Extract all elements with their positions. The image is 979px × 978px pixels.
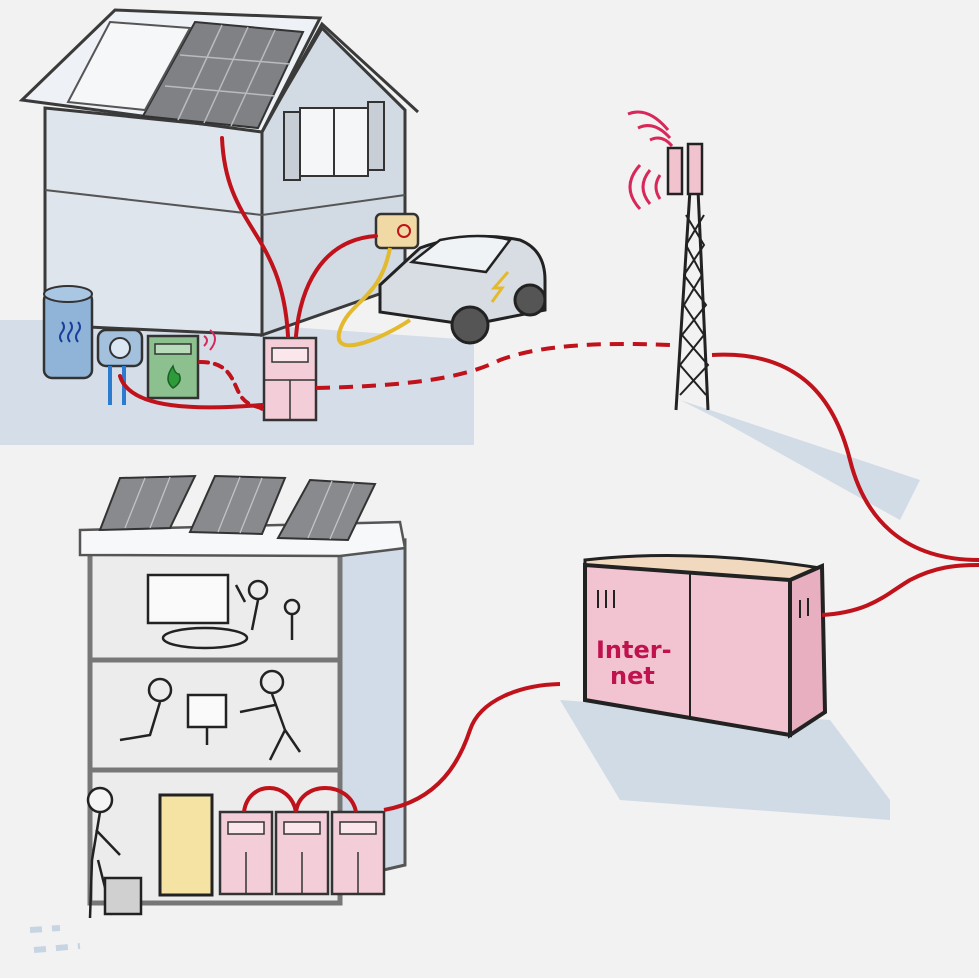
tower-to-edge-cable <box>711 352 979 562</box>
house-scene <box>0 8 547 445</box>
pedestrian-with-bag <box>86 786 143 919</box>
roof-solar-panel-grid <box>164 24 291 127</box>
house-window <box>283 101 385 181</box>
office-to-cabinet-cable <box>383 682 561 812</box>
house-power-lines <box>118 136 378 414</box>
meter-interconnect-cable <box>242 786 358 813</box>
cabinet-to-edge-cable <box>821 563 979 617</box>
wireless-signal-icon <box>203 329 216 351</box>
house-roof-snow-edge <box>260 21 420 133</box>
utility-meter <box>96 328 144 405</box>
cabinet-shadow <box>560 700 890 820</box>
office-meter-units <box>218 810 386 896</box>
office-desk-scene <box>119 669 302 761</box>
internet-cabinet: Inter- net <box>560 554 890 820</box>
roof-solar-panel <box>141 20 305 130</box>
charging-bolt-icon <box>490 271 510 303</box>
house-floor-line <box>44 189 406 217</box>
cabinet-label-line2: net <box>610 662 655 690</box>
meeting-room-scene <box>146 573 301 650</box>
heat-waves-icon <box>59 321 81 343</box>
flame-icon <box>167 364 181 389</box>
house-energy-manager-box <box>262 336 318 422</box>
water-storage-tank <box>42 285 94 380</box>
office-building <box>29 474 407 953</box>
roof-skylight <box>66 20 192 112</box>
cabinet-side <box>788 562 828 739</box>
wireless-link-dashed <box>315 341 671 390</box>
ev-wall-charger <box>336 212 420 348</box>
signal-waves-top-icon <box>627 110 674 147</box>
signal-waves-left-icon <box>628 163 662 211</box>
electric-car <box>378 234 547 345</box>
cabinet-label-line1: Inter- <box>596 636 672 664</box>
heat-pump-unit <box>146 329 216 400</box>
cell-tower <box>627 110 920 520</box>
office-roof-solar-panels <box>98 474 377 542</box>
tower-shadow <box>680 400 920 520</box>
office-entrance-door <box>158 793 214 897</box>
